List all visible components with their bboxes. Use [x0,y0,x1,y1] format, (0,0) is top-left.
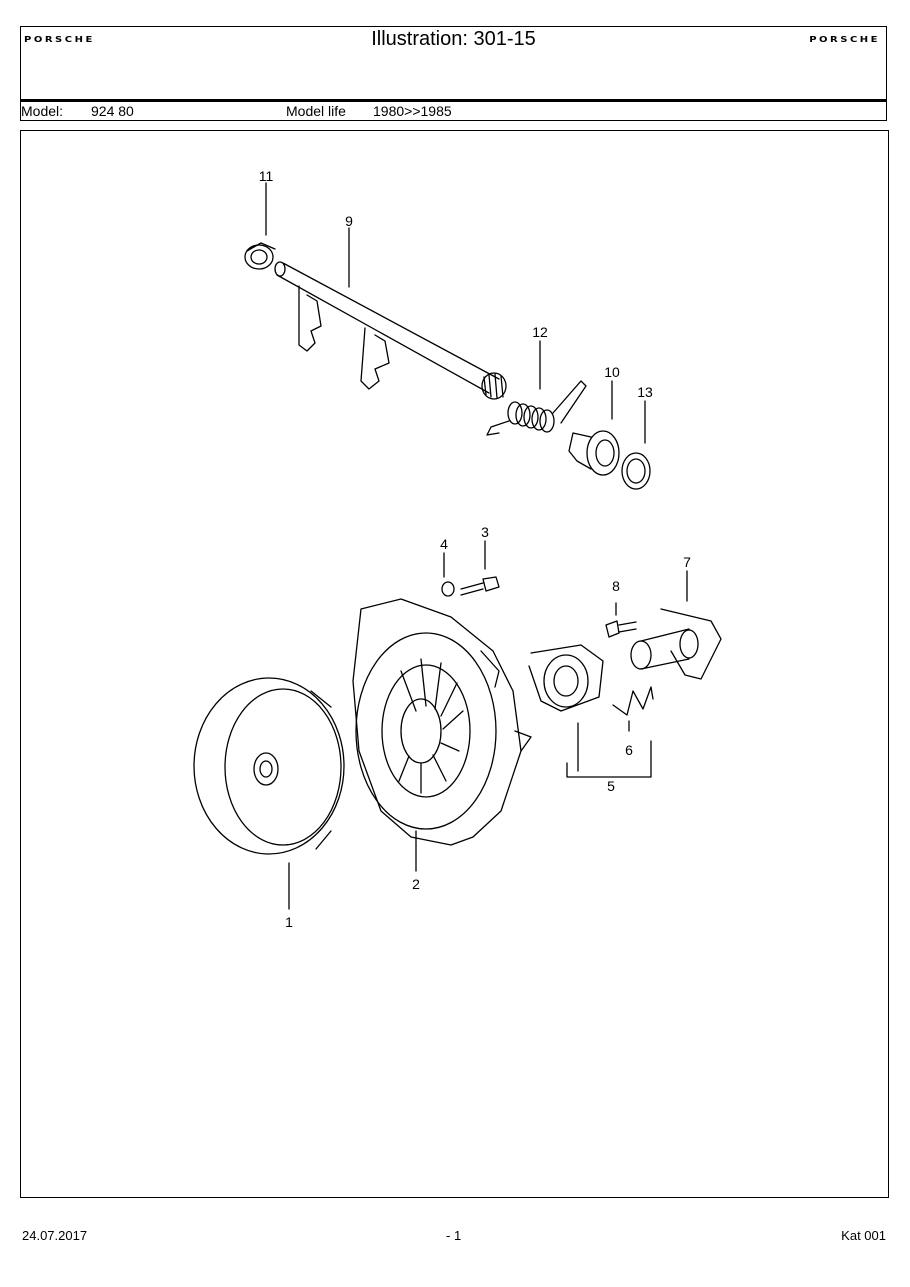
illustration-title: Illustration: 301-15 [371,28,536,50]
parts-drawing: 11 9 12 10 13 4 3 8 7 6 5 2 1 [193,168,722,930]
guide-sleeve-part-10 [568,430,620,476]
callout-8: 8 [612,578,620,594]
header-divider [21,99,886,102]
callout-3: 3 [481,524,489,540]
footer-catalog: Kat 001 [841,1228,886,1243]
guide-tube-part-7 [630,608,722,680]
callout-5: 5 [607,778,615,794]
bolt-part-8 [605,620,637,638]
clutch-disc-part-1 [193,677,345,855]
footer-date: 24.07.2017 [22,1228,88,1243]
callout-12: 12 [532,324,548,340]
porsche-logo-left: PORSCHE [24,36,95,45]
bushing-part-11 [244,242,276,270]
callout-2: 2 [412,876,420,892]
callout-13: 13 [637,384,653,400]
page-header: PORSCHE Illustration: 301-15 PORSCHE Mod… [20,26,887,121]
callout-1: 1 [285,914,293,930]
release-shaft-part-9 [274,261,507,400]
callout-7: 7 [683,554,691,570]
model-info-row: Model: 924 80 Model life 1980>>1985 [21,102,886,120]
washer-part-4 [441,581,455,597]
model-life-label: Model life [286,103,346,119]
callout-4: 4 [440,536,448,552]
model-label: Model: [21,103,64,119]
torsion-spring-part-12 [486,380,587,436]
callout-11: 11 [259,168,274,184]
illustration-frame: 11 9 12 10 13 4 3 8 7 6 5 2 1 [20,130,889,1198]
footer-page-number: - 1 [446,1228,462,1243]
model-life-value: 1980>>1985 [373,103,452,119]
callout-9: 9 [345,213,353,229]
callout-10: 10 [604,364,620,380]
callout-labels: 11 9 12 10 13 4 3 8 7 6 5 2 1 [259,168,691,930]
callout-leaders [265,182,688,910]
retaining-clip-part-6 [612,686,654,716]
circlip-part-13 [621,452,651,490]
model-value: 924 80 [91,103,134,119]
callout-6: 6 [625,742,633,758]
pressure-plate-part-2 [352,598,532,846]
bolt-part-3 [460,576,500,596]
porsche-logo-right: PORSCHE [809,36,880,45]
release-bearing-part-5 [528,644,604,712]
